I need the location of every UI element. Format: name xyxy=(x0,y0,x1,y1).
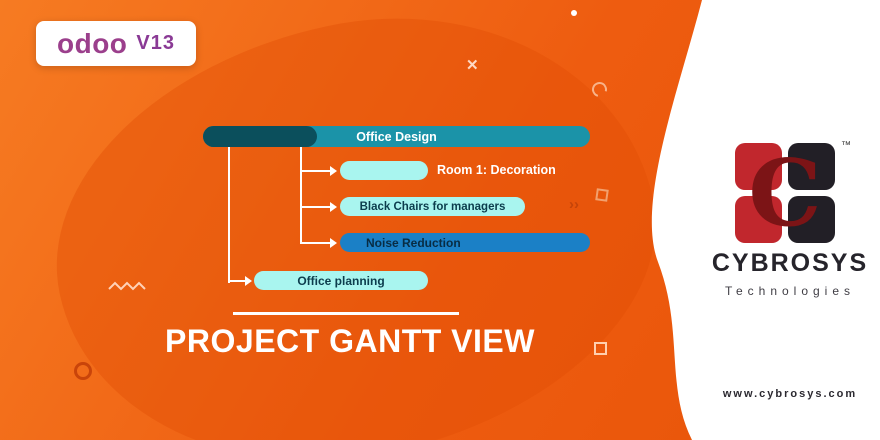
connector-arrow-icon xyxy=(330,238,337,248)
gantt-bar-office-design: Office Design xyxy=(203,126,590,147)
logo-square-black xyxy=(788,143,835,190)
gantt-bar-noise-reduction: Noise Reduction xyxy=(340,233,590,252)
gantt-bar-black-chairs: Black Chairs for managers xyxy=(340,197,525,216)
gantt-bar-office-design-progress xyxy=(203,126,317,147)
connector-arrow-icon xyxy=(245,276,252,286)
logo-square-red xyxy=(735,143,782,190)
connector-arrow-icon xyxy=(330,166,337,176)
connector-line xyxy=(229,280,245,282)
gantt-bar-label: Black Chairs for managers xyxy=(359,200,506,213)
zigzag-decoration xyxy=(108,281,146,291)
cybrosys-logo: C xyxy=(735,143,835,243)
square-outline-decoration xyxy=(595,188,609,202)
odoo-version-badge: odoo V13 xyxy=(36,21,196,66)
connector-line xyxy=(302,206,330,208)
dot-decoration xyxy=(571,10,577,16)
x-mark-decoration: ✕ xyxy=(466,57,479,74)
odoo-version-label: V13 xyxy=(136,32,175,54)
website-url: www.cybrosys.com xyxy=(722,388,858,400)
connector-arrow-icon xyxy=(330,202,337,212)
gantt-bar-label: Room 1: Decoration xyxy=(437,163,556,177)
connector-line xyxy=(302,170,330,172)
gantt-bar-room1 xyxy=(340,161,428,180)
odoo-logo: odoo xyxy=(56,27,128,59)
logo-square-red xyxy=(735,196,782,243)
banner-title: PROJECT GANTT VIEW xyxy=(165,323,535,359)
trademark-symbol: ™ xyxy=(841,140,851,151)
gantt-bar-label: Noise Reduction xyxy=(366,235,461,250)
logo-monogram: C xyxy=(748,139,822,247)
gantt-bar-office-planning: Office planning xyxy=(254,271,428,290)
logo-square-black xyxy=(788,196,835,243)
circle-outline-decoration xyxy=(74,362,92,380)
connector-line xyxy=(302,242,330,244)
title-divider xyxy=(233,312,459,315)
gantt-bar-label: Office Design xyxy=(356,129,437,144)
connector-line xyxy=(300,147,302,244)
brand-tagline: Technologies xyxy=(724,284,856,298)
background-blob xyxy=(16,0,694,440)
square-outline-decoration xyxy=(594,342,607,355)
chevrons-decoration: ›› xyxy=(569,196,579,213)
gantt-bar-label: Office planning xyxy=(297,273,385,288)
brand-name: CYBROSYS xyxy=(711,249,869,277)
connector-line xyxy=(228,147,230,283)
